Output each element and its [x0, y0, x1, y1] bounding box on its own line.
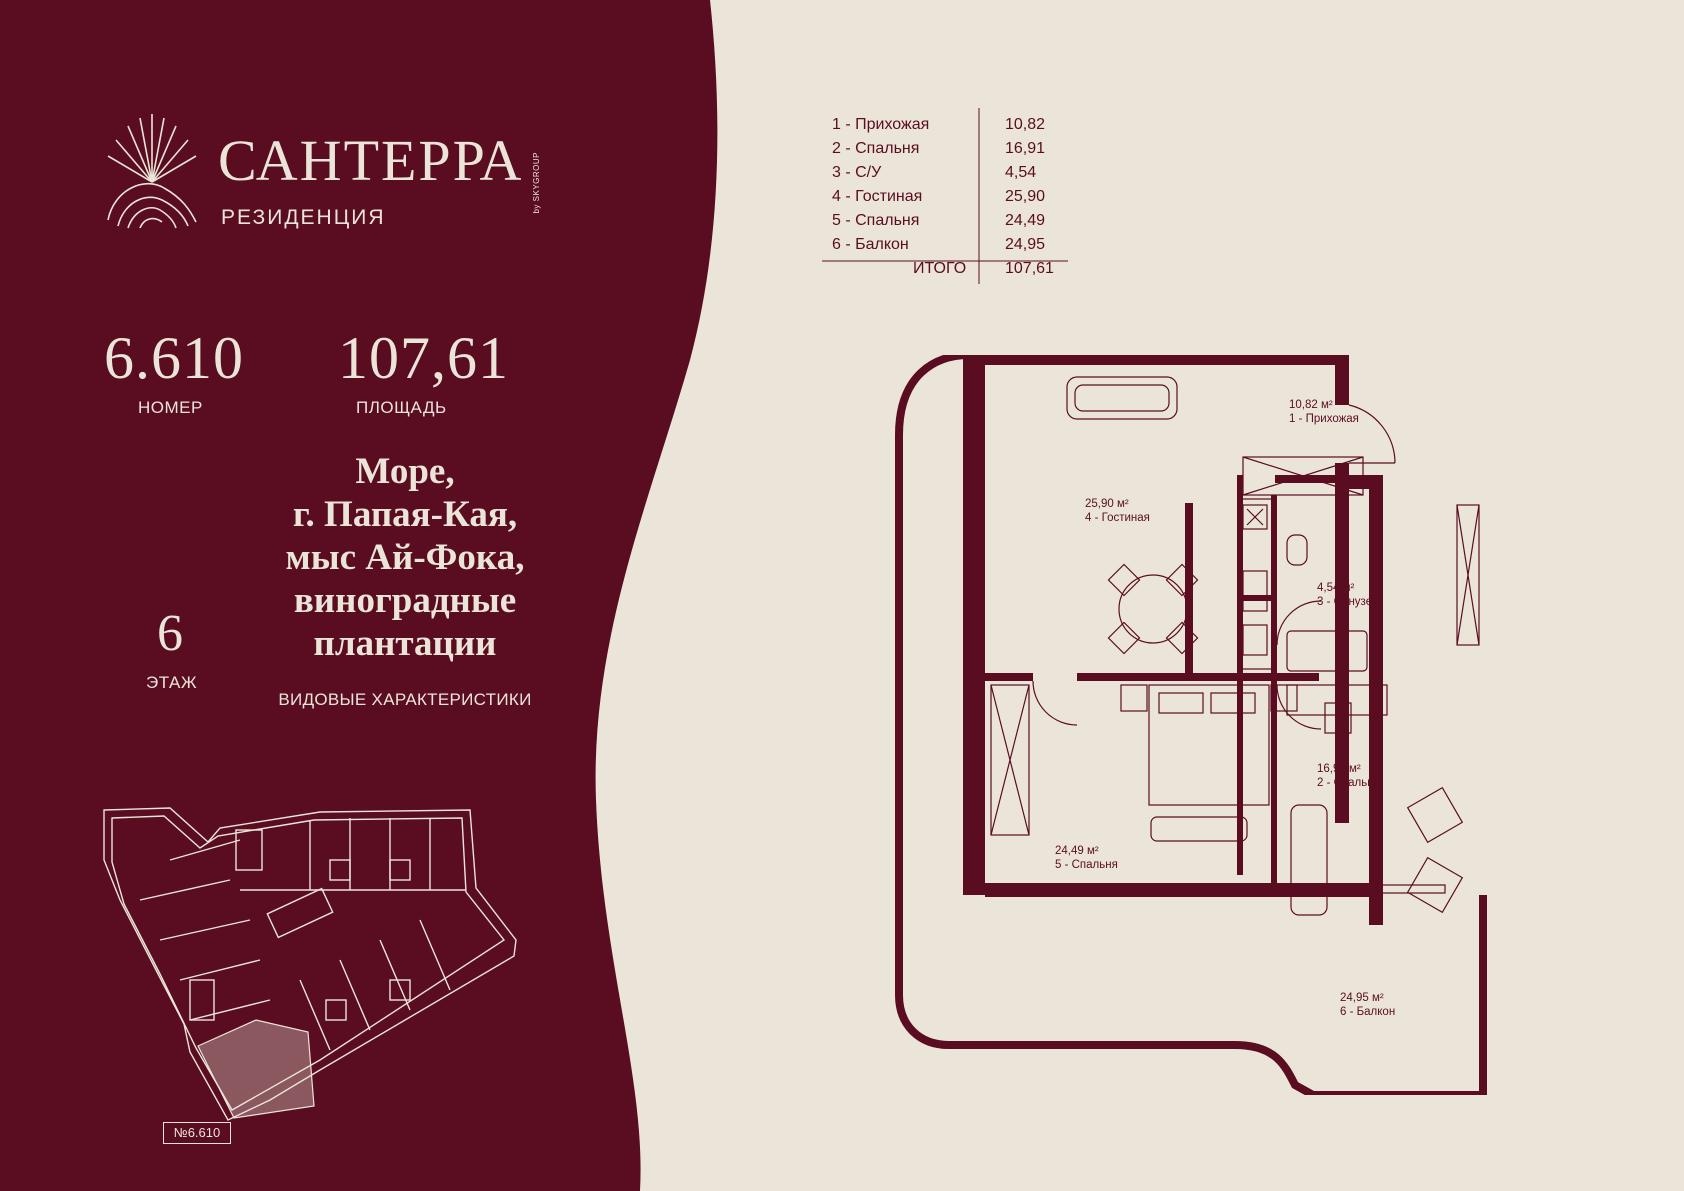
label-bath-name: 3 - Санузел [1317, 596, 1379, 608]
label-balcony-area: 24,95 м² [1340, 992, 1384, 1004]
apartment-number-label: НОМЕР [138, 398, 203, 417]
room-name: 5 - Спальня [832, 212, 920, 229]
room-area: 25,90 [1005, 188, 1046, 205]
label-bedroom2-name: 2 - Спальня [1317, 777, 1380, 789]
brand-name: САНТЕРРА [218, 128, 524, 193]
room-row: 2 - Спальня 16,91 [832, 140, 1076, 164]
room-name: 4 - Гостиная [832, 188, 923, 205]
label-hall-area: 10,82 м² [1289, 399, 1333, 411]
room-row: 1 - Прихожая 10,82 [832, 116, 1076, 140]
label-bedroom5-area: 24,49 м² [1055, 845, 1099, 857]
apartment-number: 6.610 [104, 325, 244, 391]
floor-minimap [103, 807, 517, 1121]
table-dividers [822, 108, 1068, 284]
label-living-area: 25,90 м² [1085, 498, 1129, 510]
room-area: 4,54 [1005, 164, 1037, 181]
room-area: 16,91 [1005, 140, 1046, 157]
label-bedroom5-name: 5 - Спальня [1055, 859, 1118, 871]
room-area: 24,95 [1005, 236, 1046, 253]
floor-number: 6 [157, 605, 184, 662]
room-row: 4 - Гостиная 25,90 [832, 188, 1076, 212]
sunrise-logo-icon [107, 114, 197, 229]
room-name: 3 - С/У [832, 164, 882, 181]
label-hall-name: 1 - Прихожая [1289, 413, 1359, 425]
label-bedroom2-area: 16,91 м² [1317, 763, 1361, 775]
room-row: 3 - С/У 4,54 [832, 164, 1076, 188]
room-name: 1 - Прихожая [832, 116, 930, 133]
label-bath-area: 4,54 м² [1317, 582, 1355, 594]
room-area-table: 1 - Прихожая 10,82 2 - Спальня 16,91 3 - С… [832, 116, 1076, 284]
floor-label: ЭТАЖ [146, 673, 198, 692]
room-area: 10,82 [1005, 116, 1046, 133]
label-balcony-name: 6 - Балкон [1340, 1006, 1396, 1018]
room-area: 24,49 [1005, 212, 1046, 229]
apartment-area-label: ПЛОЩАДЬ [356, 398, 447, 417]
minimap-apartment-label: №6.610 [163, 1122, 231, 1144]
room-row: 6 - Балкон 24,95 [832, 236, 1076, 260]
room-row: 5 - Спальня 24,49 [832, 212, 1076, 236]
floor-plan [895, 355, 1487, 1095]
brand-subtitle: РЕЗИДЕНЦИЯ [221, 206, 386, 229]
view-caption: ВИДОВЫЕ ХАРАКТЕРИСТИКИ [278, 690, 532, 709]
apartment-area: 107,61 [338, 325, 509, 391]
room-name: 6 - Балкон [832, 236, 909, 253]
total-area: 107,61 [1005, 260, 1054, 277]
label-living-name: 4 - Гостиная [1085, 512, 1150, 524]
brand-by-label: by SKYGROUP [532, 152, 541, 214]
view-description: Море, г. Папая-Кая, мыс Ай-Фока, виногра… [285, 451, 525, 664]
total-label: ИТОГО [913, 260, 967, 277]
room-name: 2 - Спальня [832, 140, 920, 157]
total-row: ИТОГО 107,61 [832, 260, 1076, 284]
